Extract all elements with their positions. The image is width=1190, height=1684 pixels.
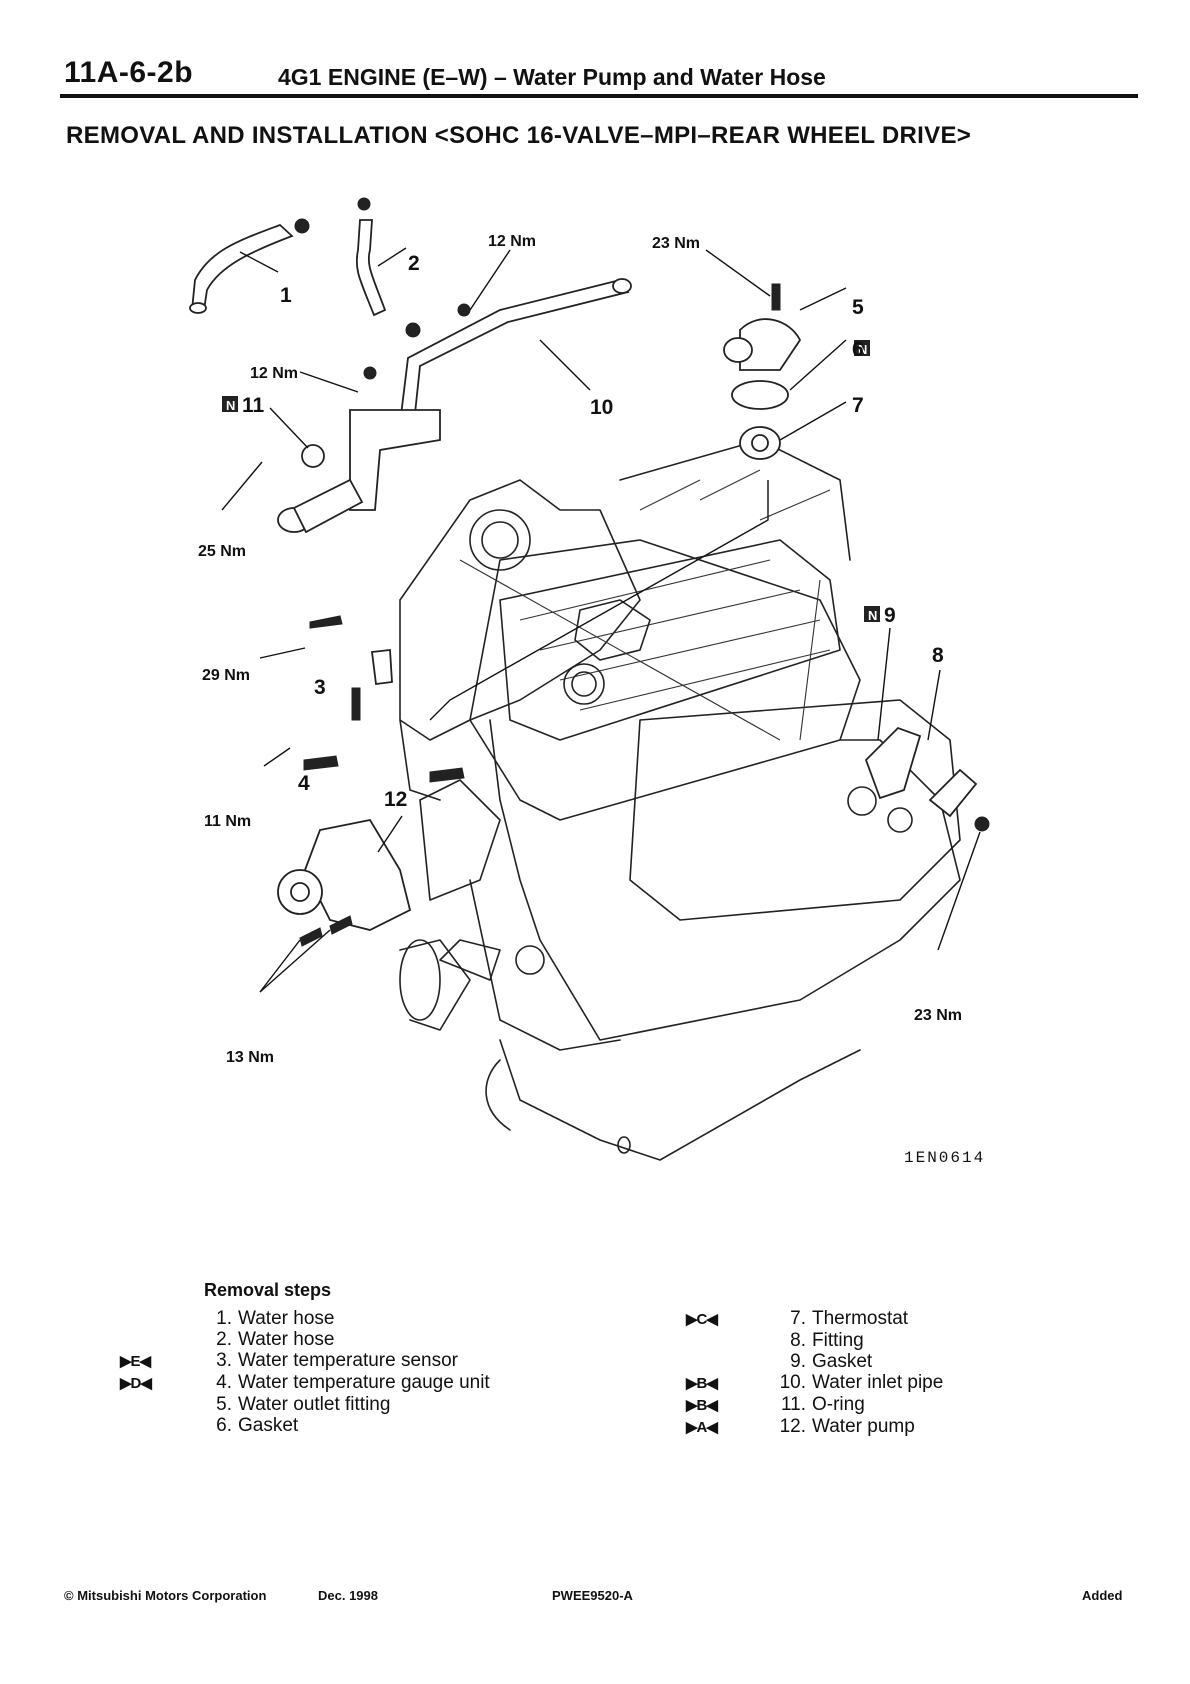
callout-2: 2 [408, 252, 420, 275]
torque-sensor: 29 Nm [202, 667, 250, 684]
torque-pump: 13 Nm [226, 1049, 274, 1066]
new-part-symbol-9: N [868, 608, 877, 623]
step-number: 12. [779, 1416, 806, 1437]
new-part-boxes: N N N [222, 340, 880, 623]
new-part-symbol-11: N [226, 398, 235, 413]
step-row: 5. Water outlet fitting [120, 1394, 490, 1415]
step-marker: ▶C◀ [686, 1311, 718, 1328]
step-label: O-ring [812, 1394, 865, 1415]
step-marker: ▶B◀ [686, 1375, 718, 1392]
step-number: 5. [216, 1394, 232, 1415]
footer-date: Dec. 1998 [318, 1588, 378, 1603]
step-row: ▶A◀ 12. Water pump [686, 1416, 943, 1438]
step-number: 4. [216, 1372, 232, 1393]
step-label: Water temperature gauge unit [238, 1372, 490, 1393]
step-number: 1. [216, 1308, 232, 1329]
part-water-inlet-pipe [277, 278, 632, 534]
step-label: Water hose [238, 1308, 335, 1329]
step-row: 9. Gasket [686, 1351, 943, 1372]
callout-5: 5 [852, 296, 864, 319]
step-number: 7. [790, 1308, 806, 1329]
torque-pipe-upper: 12 Nm [488, 233, 536, 250]
torque-pipe-lower: 12 Nm [250, 365, 298, 382]
step-number: 3. [216, 1350, 232, 1371]
removal-steps-title: Removal steps [204, 1280, 332, 1300]
step-label: Water outlet fitting [238, 1394, 391, 1415]
new-part-symbol-6: N [858, 342, 867, 357]
part-water-pump [277, 818, 412, 947]
part-water-hose-1 [189, 218, 310, 314]
footer-copyright: © Mitsubishi Motors Corporation [64, 1588, 267, 1603]
step-row: 1. Water hose [120, 1308, 490, 1329]
step-row: ▶C◀ 7. Thermostat [686, 1308, 943, 1330]
header-rule [60, 94, 1138, 98]
step-marker: ▶E◀ [120, 1353, 151, 1370]
step-label: Fitting [812, 1330, 864, 1351]
leader-lines [221, 247, 981, 993]
callout-9: 9 [884, 604, 896, 627]
removal-steps-left: 1. Water hose 2. Water hose ▶E◀ 3. Water tem… [120, 1308, 490, 1436]
torque-fitting: 23 Nm [914, 1007, 962, 1024]
step-marker: ▶D◀ [120, 1375, 152, 1392]
callout-8: 8 [932, 644, 944, 667]
step-label: Water pump [812, 1416, 915, 1437]
step-row: 8. Fitting [686, 1330, 943, 1351]
step-number: 8. [790, 1330, 806, 1351]
callout-10: 10 [590, 396, 613, 419]
step-row: ▶B◀ 11. O-ring [686, 1394, 943, 1416]
page-title: 4G1 ENGINE (E–W) – Water Pump and Water … [278, 64, 826, 90]
figure-id: 1EN0614 [904, 1149, 985, 1167]
callout-labels: 1 2 3 4 5 6 7 8 9 10 11 12 [242, 252, 944, 811]
torque-labels: 12 Nm 23 Nm 12 Nm 25 Nm 29 Nm 11 Nm 13 N… [198, 233, 962, 1066]
part-fitting-gasket [864, 726, 990, 832]
callout-6: 6 [852, 338, 864, 361]
callout-1: 1 [280, 284, 292, 307]
part-sensors [303, 615, 465, 783]
step-label: Thermostat [812, 1308, 909, 1329]
footer-code: PWEE9520-A [552, 1588, 633, 1603]
callout-3: 3 [314, 676, 326, 699]
step-row: ▶D◀ 4. Water temperature gauge unit [120, 1372, 490, 1394]
section-code: 11A-6-2b [64, 56, 194, 89]
step-number: 6. [216, 1415, 232, 1436]
callout-4: 4 [298, 772, 310, 795]
step-number: 2. [216, 1329, 232, 1350]
callout-7: 7 [852, 394, 864, 417]
part-water-hose-2 [355, 197, 421, 338]
step-row: ▶B◀ 10. Water inlet pipe [686, 1372, 943, 1394]
step-number: 10. [779, 1372, 806, 1393]
step-row: 6. Gasket [120, 1415, 490, 1436]
footer-status: Added [1082, 1588, 1123, 1603]
step-label: Water temperature sensor [238, 1350, 458, 1371]
engine-outline [399, 439, 961, 1161]
step-row: 2. Water hose [120, 1329, 490, 1350]
torque-gauge: 11 Nm [204, 813, 251, 830]
step-label: Water inlet pipe [812, 1372, 944, 1393]
step-label: Gasket [812, 1351, 873, 1372]
callout-11: 11 [242, 394, 265, 417]
step-label: Water hose [238, 1329, 335, 1350]
callout-12: 12 [384, 788, 407, 811]
part-water-outlet-fitting [723, 283, 802, 460]
removal-steps-right: ▶C◀ 7. Thermostat 8. Fitting 9. Gasket ▶B◀ 10… [686, 1308, 943, 1438]
torque-inlet-bolt: 25 Nm [198, 543, 246, 560]
step-number: 9. [790, 1351, 806, 1372]
step-row: ▶E◀ 3. Water temperature sensor [120, 1350, 490, 1372]
step-marker: ▶B◀ [686, 1397, 718, 1414]
torque-outlet: 23 Nm [652, 235, 700, 252]
step-number: 11. [780, 1394, 806, 1415]
step-label: Gasket [238, 1415, 299, 1436]
section-subtitle: REMOVAL AND INSTALLATION <SOHC 16-VALVE–… [66, 122, 972, 149]
engine-exploded-diagram: N N N 1 2 3 4 5 6 7 8 9 10 11 12 12 Nm 2… [189, 197, 990, 1167]
step-marker: ▶A◀ [686, 1419, 718, 1436]
